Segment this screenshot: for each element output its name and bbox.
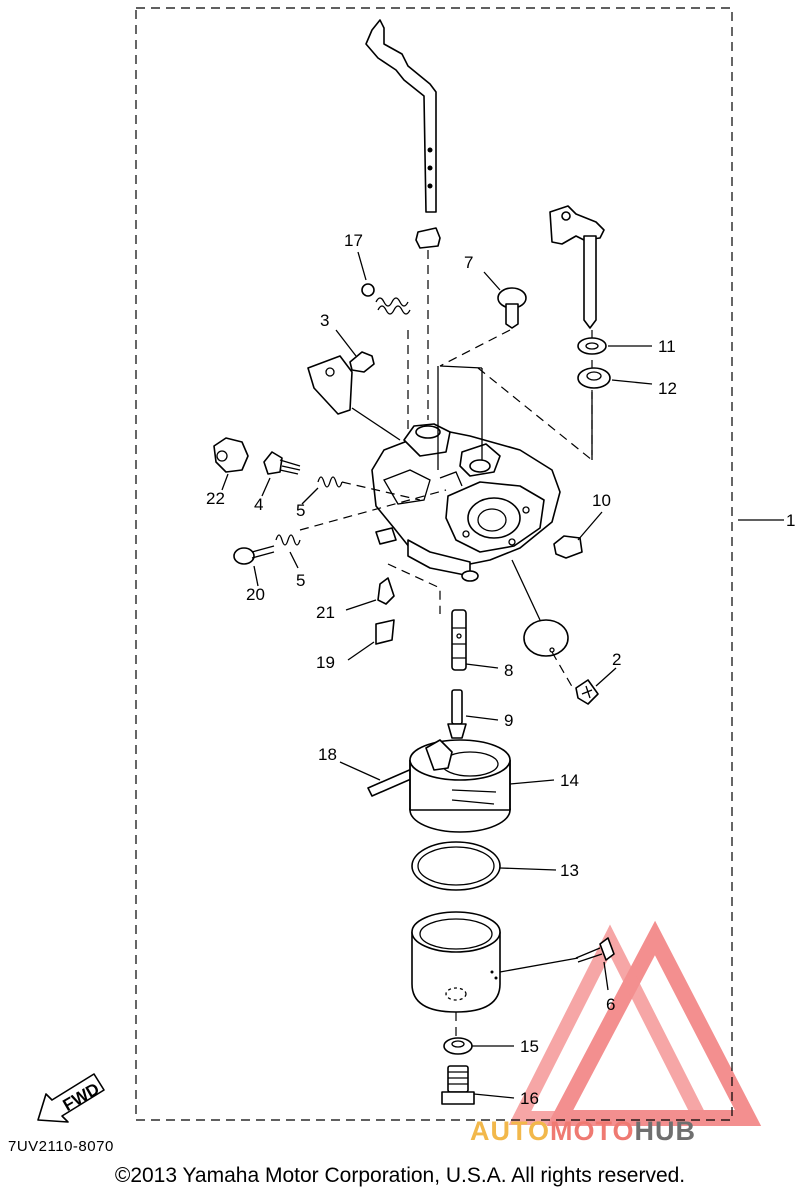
callout-5-upper: 5 <box>296 501 305 520</box>
spring-5-upper <box>317 476 343 488</box>
screw-3 <box>349 351 375 373</box>
callout-2: 2 <box>612 650 621 669</box>
callout-13: 13 <box>560 861 579 880</box>
float-bowl <box>411 911 501 1013</box>
callout-18: 18 <box>318 745 337 764</box>
callout-19: 19 <box>316 653 335 672</box>
callout-12: 12 <box>658 379 677 398</box>
screw-10 <box>553 535 583 559</box>
callout-7: 7 <box>464 253 473 272</box>
screw-7 <box>497 287 527 329</box>
spring <box>375 297 411 315</box>
fwd-arrow-icon: FWD <box>37 1073 105 1123</box>
cover-plate <box>307 355 353 415</box>
callout-8: 8 <box>504 661 513 680</box>
callout-20: 20 <box>246 585 265 604</box>
screw-2 <box>575 679 599 705</box>
clip-19 <box>375 619 395 645</box>
callout-5-lower: 5 <box>296 571 305 590</box>
washer-15 <box>443 1037 473 1055</box>
screw-6 <box>575 937 615 963</box>
oring-13 <box>411 841 501 891</box>
brand-moto: MOTO <box>550 1116 635 1146</box>
rod-cap <box>415 227 441 249</box>
callout-4: 4 <box>254 495 263 514</box>
throttle-rod <box>365 19 437 213</box>
callout-16: 16 <box>520 1089 539 1108</box>
brand-hub: HUB <box>634 1116 697 1146</box>
callout-3: 3 <box>320 311 329 330</box>
callout-9: 9 <box>504 711 513 730</box>
watermark-triangle-logo <box>508 920 762 1126</box>
watermark-brand: AUTOMOTOHUB <box>470 1116 696 1147</box>
screw-4 <box>263 451 301 475</box>
jet-8 <box>451 609 467 671</box>
callout-14: 14 <box>560 771 579 790</box>
assembly-frame <box>135 7 733 1121</box>
choke-lever <box>549 205 605 329</box>
callout-1: 1 <box>786 511 795 530</box>
jet-9 <box>447 689 467 739</box>
callout-21: 21 <box>316 603 335 622</box>
float-14 <box>409 739 511 833</box>
callout-10: 10 <box>592 491 611 510</box>
screw-20 <box>233 545 275 565</box>
washer-11 <box>577 337 607 355</box>
callout-22: 22 <box>206 489 225 508</box>
callout-15: 15 <box>520 1037 539 1056</box>
callout-6: 6 <box>606 995 615 1014</box>
plate-2 <box>523 619 569 657</box>
carburetor-body <box>371 423 561 582</box>
ball-17 <box>361 283 375 297</box>
collar-12 <box>577 367 611 389</box>
needle-21 <box>377 577 395 605</box>
copyright-notice: ©2013 Yamaha Motor Corporation, U.S.A. A… <box>114 1164 686 1187</box>
diagram-code: 7UV2110-8070 <box>8 1138 114 1155</box>
callout-11: 11 <box>658 337 676 356</box>
brand-auto: AUTO <box>470 1116 551 1146</box>
cap-22 <box>213 437 249 473</box>
spring-5-lower <box>275 534 301 546</box>
bolt-16 <box>441 1065 475 1105</box>
callout-17: 17 <box>344 231 363 250</box>
